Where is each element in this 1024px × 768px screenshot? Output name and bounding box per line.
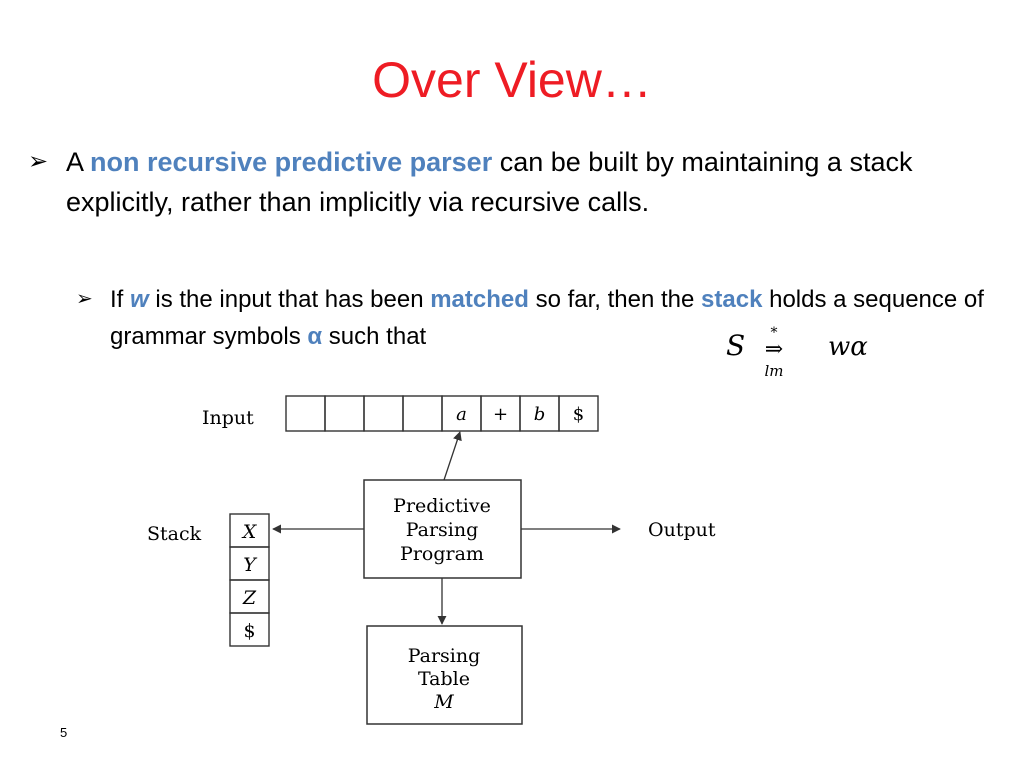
- table-box: [366, 625, 523, 725]
- arrow-bullet-icon: ➢: [76, 288, 93, 310]
- formula-rhs: wα: [828, 332, 868, 362]
- program-line-3: Program: [400, 543, 484, 565]
- input-cell: [558, 395, 599, 432]
- program-line-1: Predictive: [393, 495, 491, 517]
- stack-cell: [229, 612, 270, 647]
- bullet-2: ➢ If w is the input that has been matche…: [76, 281, 1006, 355]
- stack-column: XYZ $: [229, 513, 270, 647]
- bullet-2-w: w: [130, 286, 149, 313]
- arrow-to-input: [443, 431, 462, 481]
- stack-cell-symbol: Y: [243, 554, 258, 576]
- input-cell: [363, 395, 404, 432]
- formula-sub: lm: [764, 362, 783, 380]
- arrow-bullet-icon: ➢: [28, 148, 49, 175]
- input-cell-symbol: b: [534, 404, 546, 425]
- stack-cell-symbol: X: [241, 521, 258, 543]
- input-cell-symbol: a: [456, 404, 467, 425]
- table-line-2: Table: [418, 668, 470, 690]
- bullet-2-text-d: holds a sequence of grammar symbols: [110, 286, 984, 350]
- input-cell: [402, 395, 443, 432]
- slide-title: Over View…: [372, 52, 652, 108]
- bullet-1: ➢ A non recursive predictive parser can …: [28, 142, 988, 222]
- input-cell: [285, 395, 326, 432]
- bullet-2-text-c: so far, then the: [528, 286, 702, 313]
- output-label: Output: [648, 519, 716, 541]
- input-cell: [324, 395, 365, 432]
- input-label: Input: [202, 407, 254, 429]
- bullet-2-text-b: is the input that has been: [148, 286, 431, 313]
- stack-cell-symbol: Z: [242, 587, 257, 609]
- bullet-1-highlight: non recursive predictive parser: [90, 147, 493, 177]
- table-line-3: M: [433, 691, 454, 713]
- bullet-2-matched: matched: [430, 286, 529, 313]
- bullet-2-text-a: If: [110, 286, 131, 313]
- bullet-2-alpha: α: [307, 323, 323, 350]
- stack-label: Stack: [147, 523, 202, 545]
- bullet-1-text: A non recursive predictive parser can be…: [28, 142, 988, 222]
- input-tape: a + b $: [285, 395, 599, 432]
- bullet-2-text-e: such that: [322, 323, 427, 350]
- bullet-2-text: If w is the input that has been matched …: [76, 281, 1006, 355]
- bullet-2-stack: stack: [701, 286, 763, 313]
- formula-arrow: ⇒: [765, 337, 783, 362]
- bullet-1-text-a: A: [66, 147, 91, 177]
- bullet-1-text-b: can be built by maintaining a stack expl…: [66, 147, 913, 217]
- page-number: 5: [60, 725, 68, 740]
- table-line-1: Parsing: [408, 645, 481, 667]
- program-line-2: Parsing: [406, 519, 479, 541]
- input-cell-symbol: $: [573, 404, 584, 425]
- stack-cell-symbol: $: [243, 620, 255, 642]
- derivation-formula: S * ⇒ lm wα: [726, 325, 868, 380]
- input-cell-symbol: +: [493, 404, 508, 425]
- formula-star: *: [771, 325, 778, 341]
- parser-diagram: Input a + b $ Predictive Parsing Program St…: [147, 395, 716, 725]
- formula-lhs: S: [726, 329, 745, 362]
